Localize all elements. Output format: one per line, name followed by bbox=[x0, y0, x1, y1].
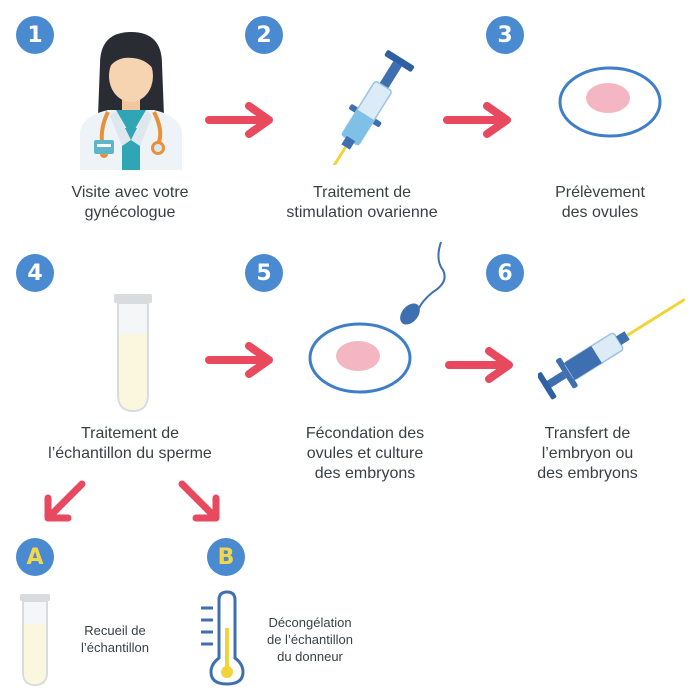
step-5-label: Fécondation des ovules et culture des em… bbox=[305, 425, 425, 482]
option-b-label: Décongélation de l’échantillon du donneu… bbox=[266, 615, 353, 664]
option-b-badge: B bbox=[207, 538, 245, 576]
step-2-label: Traitement de stimulation ovarienne bbox=[286, 184, 438, 221]
step-5-badge: 5 bbox=[245, 254, 283, 292]
test-tube-icon bbox=[114, 294, 152, 413]
arrow-icon bbox=[205, 342, 273, 378]
step-3-label: Prélèvement des ovules bbox=[555, 184, 645, 221]
syringe-icon bbox=[326, 50, 415, 165]
step-1-badge: 1 bbox=[16, 16, 54, 54]
step-6-badge: 6 bbox=[486, 254, 524, 292]
egg-cell-icon bbox=[308, 322, 412, 394]
doctor-icon bbox=[80, 32, 182, 170]
step-1-label: Visite avec votre gynécologue bbox=[71, 184, 189, 221]
thermometer-icon bbox=[201, 590, 245, 686]
sperm-icon bbox=[400, 241, 446, 325]
step-6-label: Transfert de l’embryon ou des embryons bbox=[537, 425, 638, 482]
step-4-badge: 4 bbox=[16, 254, 54, 292]
arrow-icon bbox=[205, 102, 273, 138]
arrow-icon bbox=[44, 480, 86, 522]
step-3-badge: 3 bbox=[486, 16, 524, 54]
catheter-icon bbox=[538, 298, 686, 400]
option-a-label: Recueil de l’échantillon bbox=[81, 623, 149, 655]
step-2-badge: 2 bbox=[245, 16, 283, 54]
egg-cell-icon bbox=[558, 66, 662, 138]
test-tube-icon bbox=[20, 594, 50, 687]
arrow-icon bbox=[178, 480, 220, 522]
arrow-icon bbox=[445, 347, 513, 383]
step-4-label: Traitement de l’échantillon du sperme bbox=[48, 425, 212, 462]
option-a-badge: A bbox=[16, 538, 54, 576]
arrow-icon bbox=[443, 102, 511, 138]
